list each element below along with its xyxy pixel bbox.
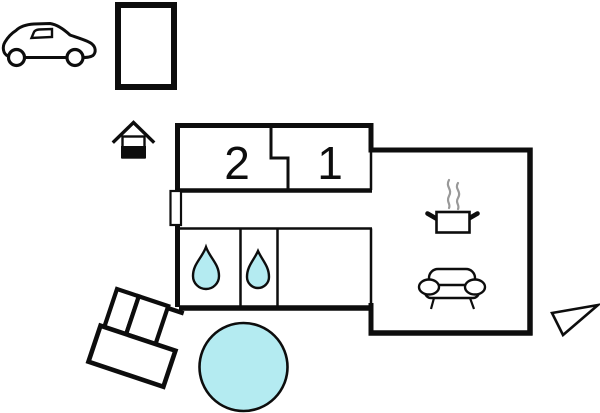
house-icon bbox=[111, 120, 156, 159]
water-drop-icon bbox=[191, 243, 221, 291]
car-icon bbox=[1, 22, 97, 68]
pool-circle bbox=[198, 321, 289, 413]
steam-icon bbox=[446, 178, 461, 211]
sofa-icon bbox=[417, 267, 487, 310]
direction-triangle-icon bbox=[550, 303, 600, 338]
bedroom-2-label: 2 bbox=[224, 137, 250, 189]
wall-bedroom-divider bbox=[269, 125, 290, 190]
carport bbox=[115, 2, 177, 90]
bedroom-1-label: 1 bbox=[317, 137, 343, 189]
water-drop-icon bbox=[245, 248, 271, 290]
building-walls bbox=[175, 123, 533, 336]
entrance-door bbox=[169, 189, 183, 227]
cooking-pot-icon bbox=[425, 210, 480, 234]
annex-structure bbox=[85, 286, 185, 390]
